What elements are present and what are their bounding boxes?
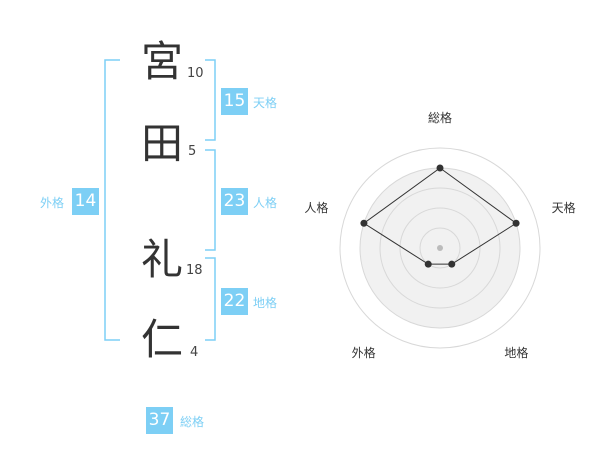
name-char-3: 礼: [140, 235, 183, 284]
soukaku-label: 総格: [180, 415, 205, 429]
name-char-2: 田: [140, 119, 183, 168]
tenkaku-badge: 15: [221, 88, 248, 115]
tenkaku-label: 天格: [253, 96, 278, 110]
radar-axis-label-1: 総格: [428, 110, 452, 125]
radar-point-3: [448, 260, 456, 268]
gaikaku-badge: 14: [72, 188, 99, 215]
radar-grid-ring: [419, 227, 461, 269]
soukaku-badge: 37: [146, 407, 173, 434]
radar-point-2: [512, 219, 520, 227]
radar-grid-ring: [379, 187, 501, 309]
stroke-count-1: 10: [187, 66, 204, 81]
stroke-count-2: 5: [188, 144, 197, 159]
chikaku-label: 地格: [253, 296, 278, 310]
radar-point-1: [436, 164, 444, 172]
radar-series-polygon: [363, 167, 517, 265]
radar-grid-ring: [339, 147, 541, 349]
radar-point-5: [360, 219, 368, 227]
gaikaku-label: 外格: [40, 196, 65, 210]
name-char-1: 宮: [140, 37, 183, 86]
radar-axis-label-3: 地格: [504, 345, 528, 360]
jinkaku-badge: 23: [221, 188, 248, 215]
radar-axis-label-4: 外格: [352, 345, 376, 360]
radar-center-dot: [437, 245, 443, 251]
radar-axis-label-2: 天格: [552, 200, 576, 215]
chikaku-badge: 22: [221, 288, 248, 315]
radar-grid-ring: [399, 207, 481, 289]
radar-point-4: [424, 260, 432, 268]
name-char-4: 仁: [140, 315, 183, 364]
stroke-count-3: 18: [186, 263, 203, 278]
stroke-count-4: 4: [190, 345, 199, 360]
jinkaku-label: 人格: [253, 196, 278, 210]
radar-axis-label-5: 人格: [304, 200, 328, 215]
